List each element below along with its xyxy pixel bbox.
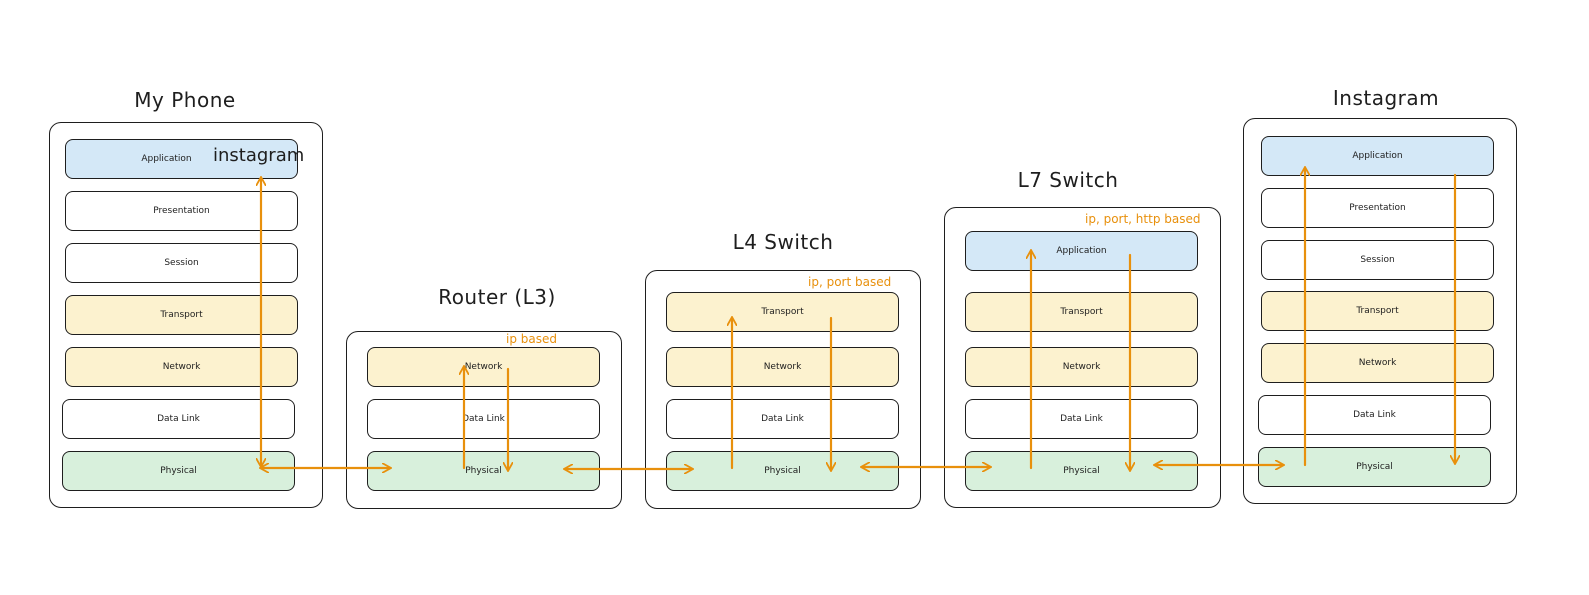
phone-layer-presentation: Presentation [65, 191, 298, 231]
layer-label: Physical [1356, 462, 1393, 472]
layer-label: Physical [1063, 466, 1100, 476]
phone-device-box [49, 122, 323, 508]
server-device-box [1243, 118, 1517, 504]
l4-switch-title: L4 Switch [732, 230, 834, 254]
phone-layer-data-link: Data Link [62, 399, 295, 439]
layer-label: Physical [465, 466, 502, 476]
l4-layer-transport: Transport [666, 292, 899, 332]
l7-switch-note: ip, port, http based [1085, 212, 1201, 226]
layer-label: Network [162, 362, 201, 372]
l7-layer-physical: Physical [965, 451, 1198, 491]
phone-layer-transport: Transport [65, 295, 298, 335]
l7-switch-title: L7 Switch [1017, 168, 1119, 192]
layer-label: Network [1358, 358, 1397, 368]
layer-label: Physical [764, 466, 801, 476]
layer-label: Data Link [1353, 410, 1396, 420]
layer-label: Physical [160, 466, 197, 476]
layer-label: Data Link [761, 414, 804, 424]
router-layer-data-link: Data Link [367, 399, 600, 439]
router-device-box [346, 331, 622, 509]
l4-layer-physical: Physical [666, 451, 899, 491]
layer-label: Network [763, 362, 802, 372]
router-layer-network: Network [367, 347, 600, 387]
layer-label: Session [164, 258, 199, 268]
router-layer-physical: Physical [367, 451, 600, 491]
l7-layer-application: Application [965, 231, 1198, 271]
server-layer-session: Session [1261, 240, 1494, 280]
router-note: ip based [506, 332, 557, 346]
server-layer-data-link: Data Link [1258, 395, 1491, 435]
layer-label: Data Link [157, 414, 200, 424]
layer-label: Application [141, 154, 192, 164]
layer-label: Network [1062, 362, 1101, 372]
phone-layer-network: Network [65, 347, 298, 387]
server-layer-network: Network [1261, 343, 1494, 383]
l7-layer-data-link: Data Link [965, 399, 1198, 439]
l4-layer-network: Network [666, 347, 899, 387]
l4-layer-data-link: Data Link [666, 399, 899, 439]
phone-layer-application: Application [65, 139, 298, 179]
phone-title: My Phone [134, 88, 236, 112]
l4-switch-note: ip, port based [808, 275, 892, 289]
server-layer-transport: Transport [1261, 291, 1494, 331]
server-layer-presentation: Presentation [1261, 188, 1494, 228]
layer-label: Network [464, 362, 503, 372]
router-title: Router (L3) [438, 285, 556, 309]
layer-label: Transport [160, 310, 203, 320]
layer-label: Presentation [1349, 203, 1406, 213]
layer-label: Transport [1060, 307, 1103, 317]
phone-app-tag: instagram [213, 145, 305, 166]
server-layer-application: Application [1261, 136, 1494, 176]
server-title: Instagram [1332, 86, 1440, 110]
layer-label: Data Link [462, 414, 505, 424]
l4-switch-device-box [645, 270, 921, 509]
l7-layer-transport: Transport [965, 292, 1198, 332]
layer-label: Transport [1356, 306, 1399, 316]
l7-switch-device-box [944, 207, 1221, 508]
layer-label: Transport [761, 307, 804, 317]
phone-layer-physical: Physical [62, 451, 295, 491]
layer-label: Application [1352, 151, 1403, 161]
layer-label: Application [1056, 246, 1107, 256]
l7-layer-network: Network [965, 347, 1198, 387]
layer-label: Data Link [1060, 414, 1103, 424]
layer-label: Presentation [153, 206, 210, 216]
phone-layer-session: Session [65, 243, 298, 283]
server-layer-physical: Physical [1258, 447, 1491, 487]
layer-label: Session [1360, 255, 1395, 265]
